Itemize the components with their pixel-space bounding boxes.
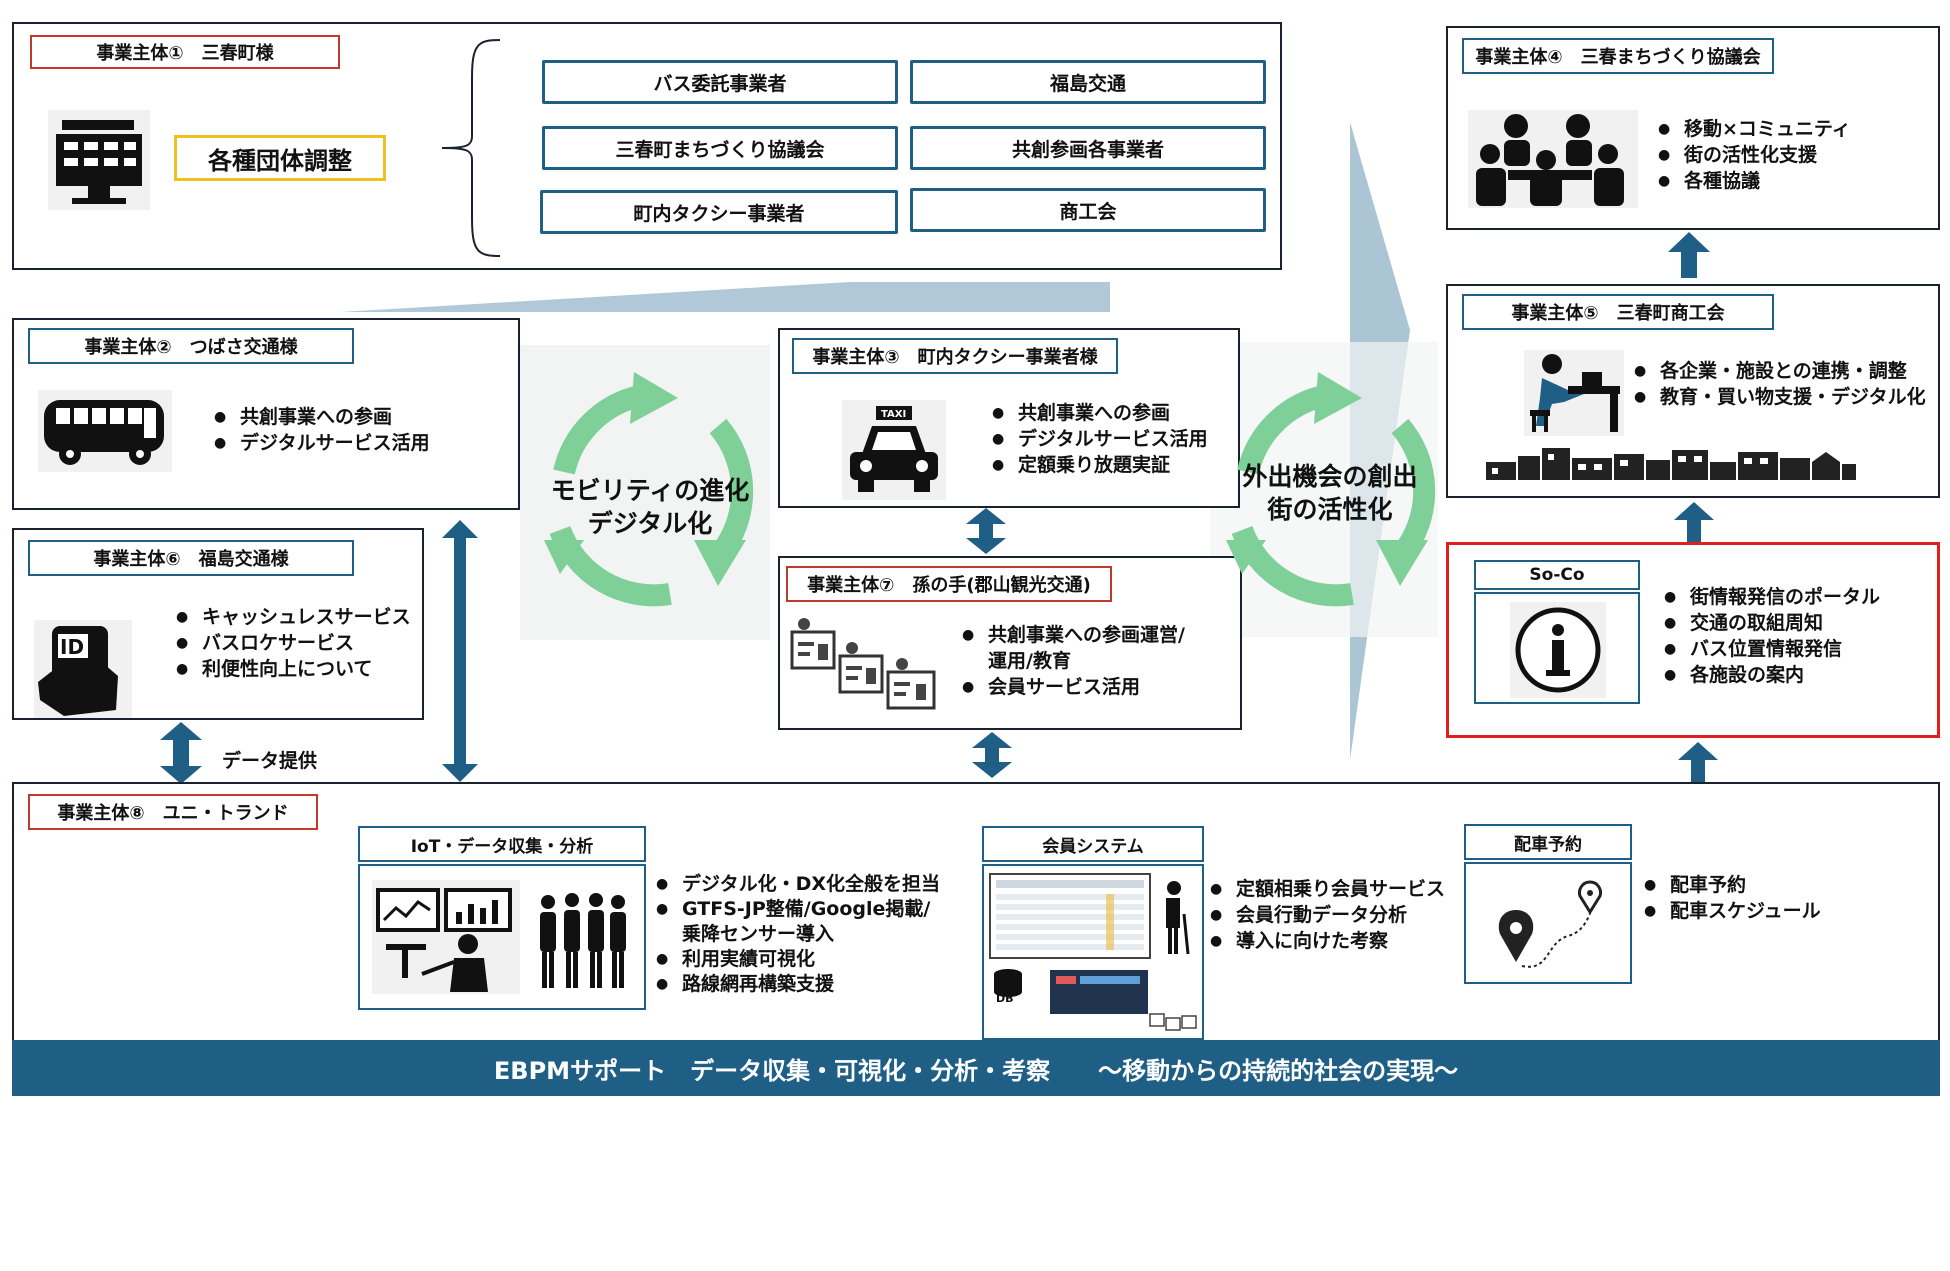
soco-bullets: 街情報発信のポータル 交通の取組周知 バス位置情報発信 各施設の案内 [1664, 584, 1880, 688]
cycle-right-line2: 街の活性化 [1267, 495, 1393, 524]
partner-bus-contractor: バス委託事業者 [542, 60, 898, 104]
member-dashboard-icon: DB [989, 873, 1197, 1031]
member-icon-box: DB [982, 864, 1204, 1040]
member-bullets: 定額相乗り会員サービス 会員行動データ分析 導入に向けた考察 [1210, 876, 1445, 954]
entity4-bullet: 移動×コミュニティ [1658, 116, 1851, 142]
iot-bullet: デジタル化・DX化全般を担当 [656, 872, 940, 897]
entity5-bullet: 教育・買い物支援・デジタル化 [1634, 384, 1926, 410]
entity3-bullets: 共創事業への参画 デジタルサービス活用 定額乗り放題実証 [992, 400, 1208, 478]
entity8-label: 事業主体⑧ ユニ・トランド [28, 794, 318, 830]
member-bullet: 導入に向けた考察 [1210, 928, 1445, 954]
entity3-bullet: デジタルサービス活用 [992, 426, 1208, 452]
partner-fukushima-kotsu: 福島交通 [910, 60, 1266, 104]
member-bullet: 定額相乗り会員サービス [1210, 876, 1445, 902]
iot-bullet: GTFS-JP整備/Google掲載/ [656, 897, 940, 922]
entity6-bullet: バスロケサービス [176, 630, 411, 656]
partner-miharu-council: 三春町まちづくり協議会 [542, 126, 898, 170]
soco-bullet: 各施設の案内 [1664, 662, 1880, 688]
dispatch-icon-box [1464, 862, 1632, 984]
entity3-bullet: 共創事業への参画 [992, 400, 1208, 426]
cycle-right-text: 外出機会の創出 街の活性化 [1212, 460, 1448, 526]
partner-town-taxi: 町内タクシー事業者 [540, 190, 898, 234]
soco-bullet: バス位置情報発信 [1664, 636, 1880, 662]
entity2-bullet: 共創事業への参画 [214, 404, 430, 430]
entity7-bullet: 共創事業への参画運営/ [962, 622, 1185, 648]
partner-cocreation-businesses: 共創参画各事業者 [910, 126, 1266, 170]
iot-bullets: デジタル化・DX化全般を担当 GTFS-JP整備/Google掲載/ 乗降センサ… [656, 872, 940, 997]
people-group-icon [540, 893, 626, 988]
dispatch-bullets: 配車予約 配車スケジュール [1644, 872, 1821, 924]
townscape-icon [1486, 448, 1856, 480]
up-arrow-icon [1668, 232, 1710, 278]
ebpm-footer-bar: EBPMサポート データ収集・可視化・分析・考察 ～移動からの持続的社会の実現～ [12, 1040, 1940, 1096]
id-text: ID [60, 635, 84, 659]
up-arrow-icon [1678, 742, 1718, 782]
cycle-right-line1: 外出機会の創出 [1242, 462, 1418, 491]
entity6-bullet: 利便性向上について [176, 656, 411, 682]
entity6-bullets: キャッシュレスサービス バスロケサービス 利便性向上について [176, 604, 411, 682]
dispatch-label: 配車予約 [1464, 824, 1632, 860]
entity3-label: 事業主体③ 町内タクシー事業者様 [792, 338, 1118, 374]
cycle-arrows-right-icon [1226, 372, 1436, 607]
iot-icon-box [358, 864, 646, 1010]
member-cards-icon [790, 618, 936, 710]
entity2-bullets: 共創事業への参画 デジタルサービス活用 [214, 404, 430, 456]
entity1-role: 各種団体調整 [174, 135, 386, 181]
updown-arrow-icon [160, 722, 202, 784]
entity6-label: 事業主体⑥ 福島交通様 [28, 540, 354, 576]
map-route-icon [1498, 880, 1602, 968]
iot-bullet-cont-text: 乗降センサー導入 [682, 923, 835, 945]
entity7-label: 事業主体⑦ 孫の手(郡山観光交通) [786, 566, 1112, 602]
iot-bullet: 利用実績可視化 [656, 947, 940, 972]
data-provision-label: データ提供 [222, 750, 318, 772]
analytics-presenter-icon [372, 880, 520, 994]
entity4-bullet: 街の活性化支援 [1658, 142, 1851, 168]
entity5-bullets: 各企業・施設との連携・調整 教育・買い物支援・デジタル化 [1634, 358, 1926, 410]
entity4-bullet: 各種協議 [1658, 168, 1851, 194]
cycle-arrows-left-icon [544, 372, 754, 607]
study-desk-icon [1524, 350, 1624, 436]
entity5-bullet: 各企業・施設との連携・調整 [1634, 358, 1926, 384]
iot-label: IoT・データ収集・分析 [358, 826, 646, 862]
cycle-left-line1: モビリティの進化 [550, 476, 750, 505]
updown-arrow-icon [972, 732, 1012, 778]
building-icon [48, 110, 150, 210]
soco-bullet: 交通の取組周知 [1664, 610, 1880, 636]
soco-label: So-Co [1474, 560, 1640, 590]
community-meeting-icon [1468, 110, 1638, 208]
dispatch-bullet: 配車スケジュール [1644, 898, 1821, 924]
cycle-left-line2: デジタル化 [587, 509, 713, 538]
entity5-label: 事業主体⑤ 三春町商工会 [1462, 294, 1774, 330]
bus-icon [38, 390, 172, 472]
iot-bullet: 路線網再構築支援 [656, 972, 940, 997]
entity7-bullet: 運用/教育 [962, 648, 1185, 674]
updown-arrow-icon [966, 508, 1006, 554]
entity6-bullet: キャッシュレスサービス [176, 604, 411, 630]
partner-chamber-commerce: 商工会 [910, 188, 1266, 232]
soco-bullet: 街情報発信のポータル [1664, 584, 1880, 610]
entity4-label: 事業主体④ 三春まちづくり協議会 [1462, 38, 1774, 74]
updown-arrow-icon [442, 520, 478, 782]
cycle-left-text: モビリティの進化 デジタル化 [540, 474, 760, 540]
soco-icon-box [1474, 592, 1640, 704]
top-wedge-shape [340, 282, 1110, 312]
taxi-icon: TAXI [842, 400, 946, 500]
dispatch-bullet: 配車予約 [1644, 872, 1821, 898]
info-icon [1510, 602, 1606, 698]
member-bullet: 会員行動データ分析 [1210, 902, 1445, 928]
iot-bullet-cont: 乗降センサー導入 [656, 922, 940, 947]
up-arrow-icon [1674, 502, 1714, 544]
brace-icon [441, 39, 501, 257]
entity1-label: 事業主体① 三春町様 [30, 35, 340, 69]
member-label: 会員システム [982, 826, 1204, 862]
entity2-bullet: デジタルサービス活用 [214, 430, 430, 456]
taxi-sign-text: TAXI [881, 409, 906, 420]
entity7-bullets: 共創事業への参画運営/ 運用/教育 会員サービス活用 [962, 622, 1185, 700]
id-card-hand-icon: ID [34, 620, 132, 718]
entity7-bullet-cont: 運用/教育 [988, 650, 1071, 672]
entity7-bullet: 会員サービス活用 [962, 674, 1185, 700]
entity4-bullets: 移動×コミュニティ 街の活性化支援 各種協議 [1658, 116, 1851, 194]
entity2-label: 事業主体② つばさ交通様 [28, 328, 354, 364]
entity3-bullet: 定額乗り放題実証 [992, 452, 1208, 478]
